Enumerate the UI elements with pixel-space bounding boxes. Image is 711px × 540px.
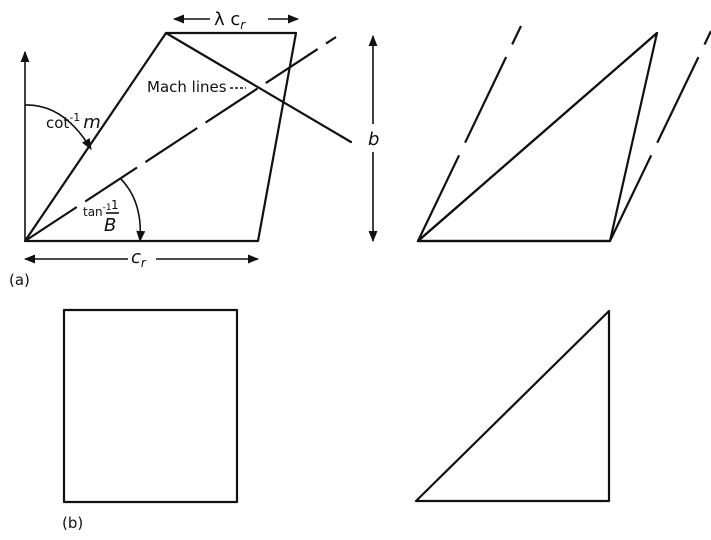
span-label: b <box>368 129 379 150</box>
tan-angle-arc <box>119 177 146 243</box>
rectangle-wing <box>62 308 239 504</box>
trapezoid-outline <box>23 31 298 243</box>
panel-a-label: (a) <box>9 271 30 289</box>
root-chord-label-bg <box>128 245 156 267</box>
mach-line-solid <box>164 31 353 144</box>
tan-fraction-denominator: B <box>104 215 116 236</box>
mach-lines-label: Mach lines <box>147 78 227 96</box>
delta-wing-diagram <box>416 25 711 243</box>
delta-mach-line-right <box>609 30 711 242</box>
panel-b-label: (b) <box>62 514 83 532</box>
delta-leading-edge <box>416 31 659 243</box>
tan-fraction-numerator: 1 <box>111 198 119 212</box>
mach-line-dashed <box>24 36 337 242</box>
root-chord-label: cr <box>131 247 147 270</box>
delta-mach-line-left <box>417 25 522 242</box>
span-label-bg <box>364 124 384 152</box>
tan-angle-label: tan-1 <box>83 203 112 219</box>
cot-angle-arc <box>24 104 92 150</box>
tip-chord-label-bg <box>210 8 268 30</box>
triangle-wing <box>414 309 611 503</box>
tip-chord-label: λ cr <box>214 9 246 32</box>
